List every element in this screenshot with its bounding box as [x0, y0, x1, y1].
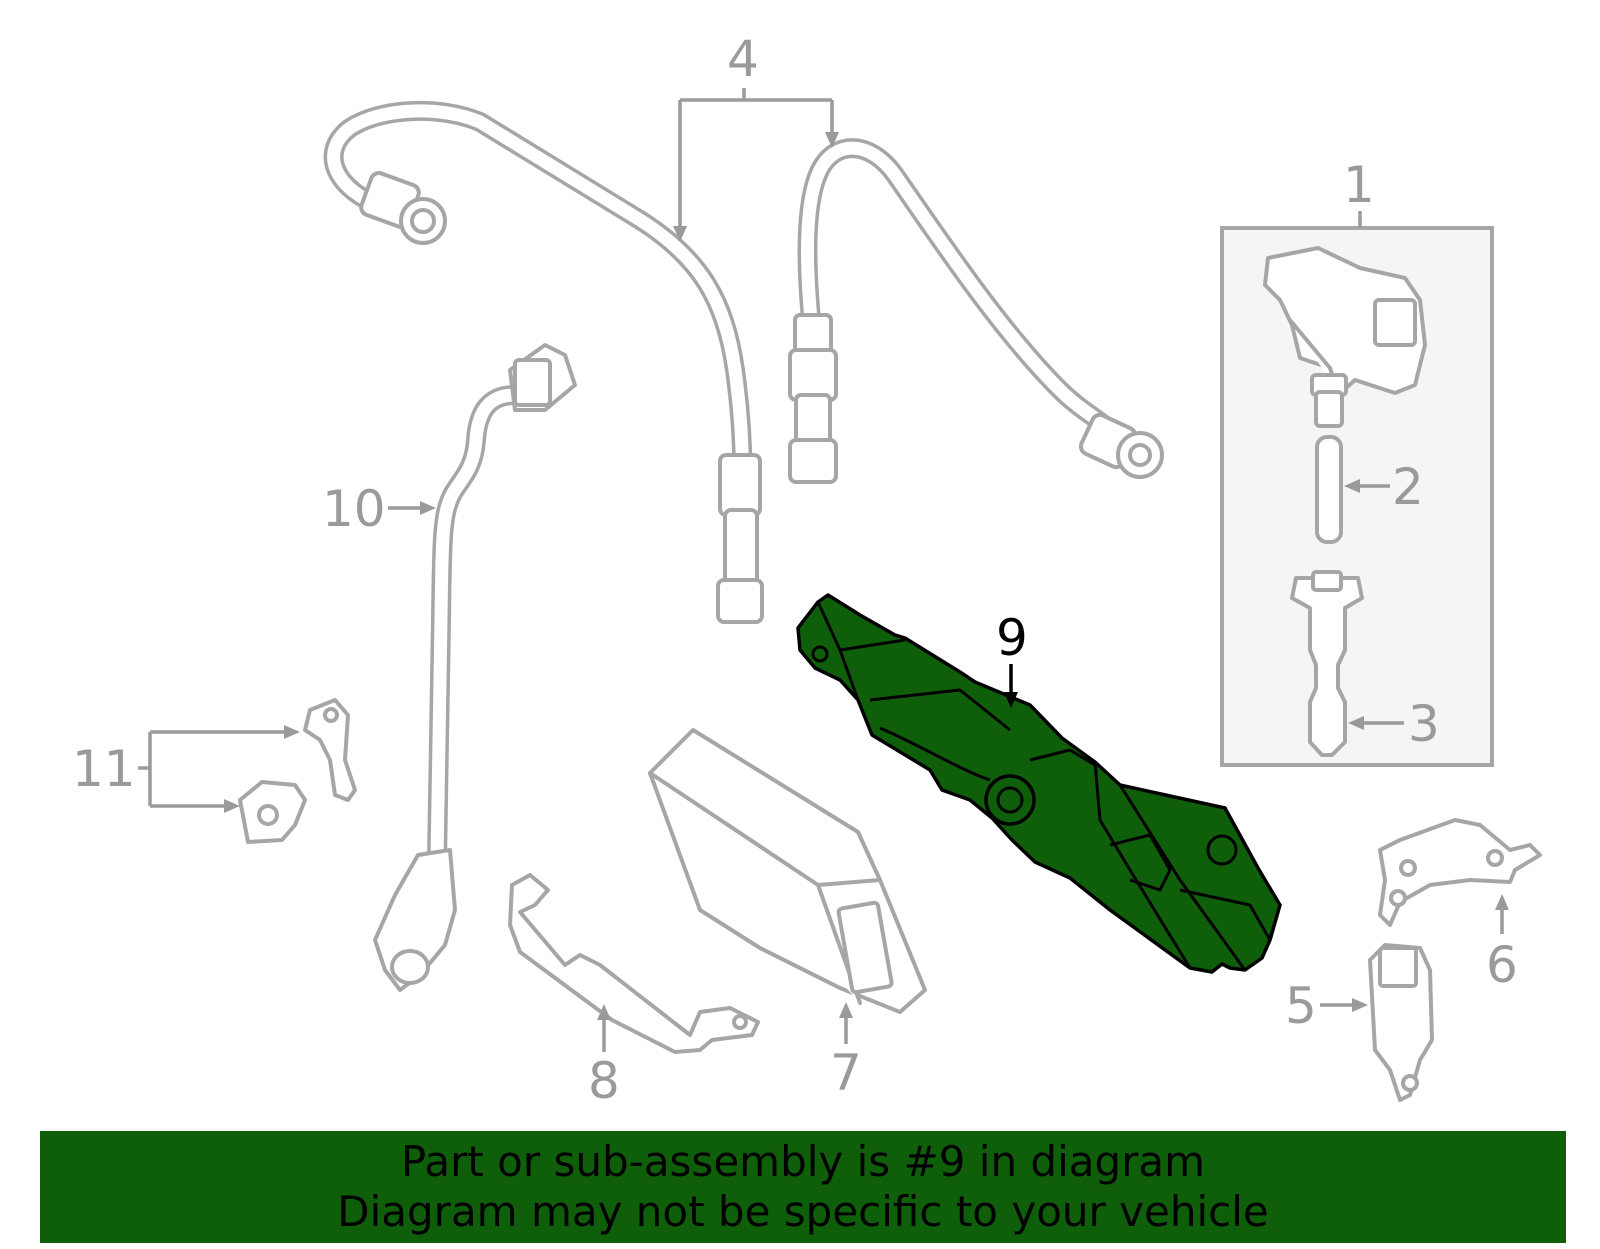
callout-5: 5 [1285, 977, 1317, 1035]
callout-4: 4 [727, 30, 759, 88]
leader-2 [1344, 479, 1390, 493]
leader-4 [673, 88, 839, 242]
leader-3 [1348, 716, 1404, 730]
callout-11: 11 [72, 740, 136, 798]
leader-10 [388, 501, 436, 515]
callout-6: 6 [1486, 936, 1518, 994]
info-banner: Part or sub-assembly is #9 in diagram Di… [40, 1131, 1566, 1243]
banner-line-part: Part or sub-assembly is #9 in diagram [400, 1137, 1206, 1186]
part-10-sensor-harness[interactable] [373, 343, 577, 992]
callout-1: 1 [1343, 156, 1375, 214]
part-1-ignition-coil-assembly[interactable] [1220, 226, 1494, 767]
part-11-clips[interactable] [238, 698, 357, 844]
callout-7: 7 [830, 1044, 862, 1102]
callout-3: 3 [1408, 695, 1440, 753]
part-8-bracket[interactable] [508, 873, 760, 1054]
part-7-control-module[interactable] [648, 728, 927, 1014]
leader-5 [1320, 998, 1368, 1012]
part-9-highlighted-bracket[interactable] [796, 593, 1282, 974]
part-4-sensor-wires[interactable] [323, 100, 1164, 624]
callout-10: 10 [322, 480, 386, 538]
part-6-mount-bracket[interactable] [1378, 818, 1542, 927]
leader-8 [597, 1004, 611, 1052]
leader-9 [1004, 664, 1018, 708]
callout-2: 2 [1392, 458, 1424, 516]
leader-7 [839, 1002, 853, 1044]
callout-8: 8 [588, 1052, 620, 1110]
part-5-small-sensor[interactable] [1368, 943, 1434, 1102]
banner-line-disclaimer: Diagram may not be specific to your vehi… [337, 1187, 1269, 1236]
leader-6 [1495, 894, 1509, 934]
callout-9: 9 [996, 609, 1028, 667]
leader-11 [138, 725, 300, 813]
